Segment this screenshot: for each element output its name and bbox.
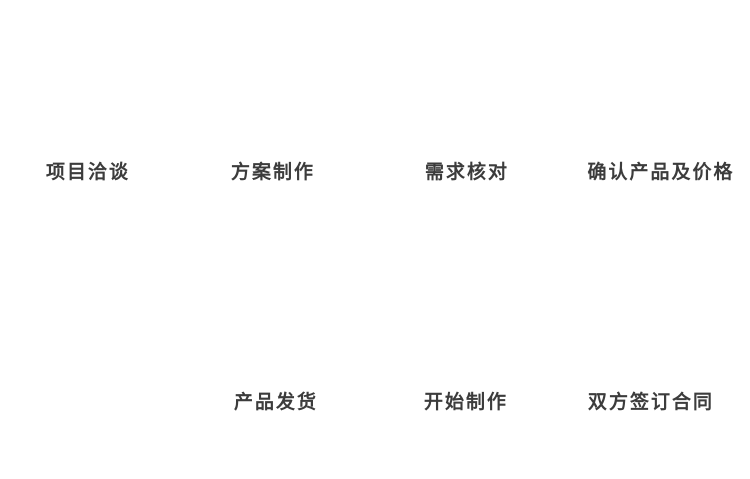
step-label-requirements-check: 需求核对 xyxy=(424,161,510,183)
step-label-sign-contract: 双方签订合同 xyxy=(587,391,715,413)
step-label-confirm-product-price: 确认产品及价格 xyxy=(587,161,735,183)
step-label-product-shipment: 产品发货 xyxy=(233,391,319,413)
step-label-proposal-creation: 方案制作 xyxy=(230,161,316,183)
step-label-start-production: 开始制作 xyxy=(423,391,509,413)
step-label-project-negotiation: 项目洽谈 xyxy=(45,161,131,183)
